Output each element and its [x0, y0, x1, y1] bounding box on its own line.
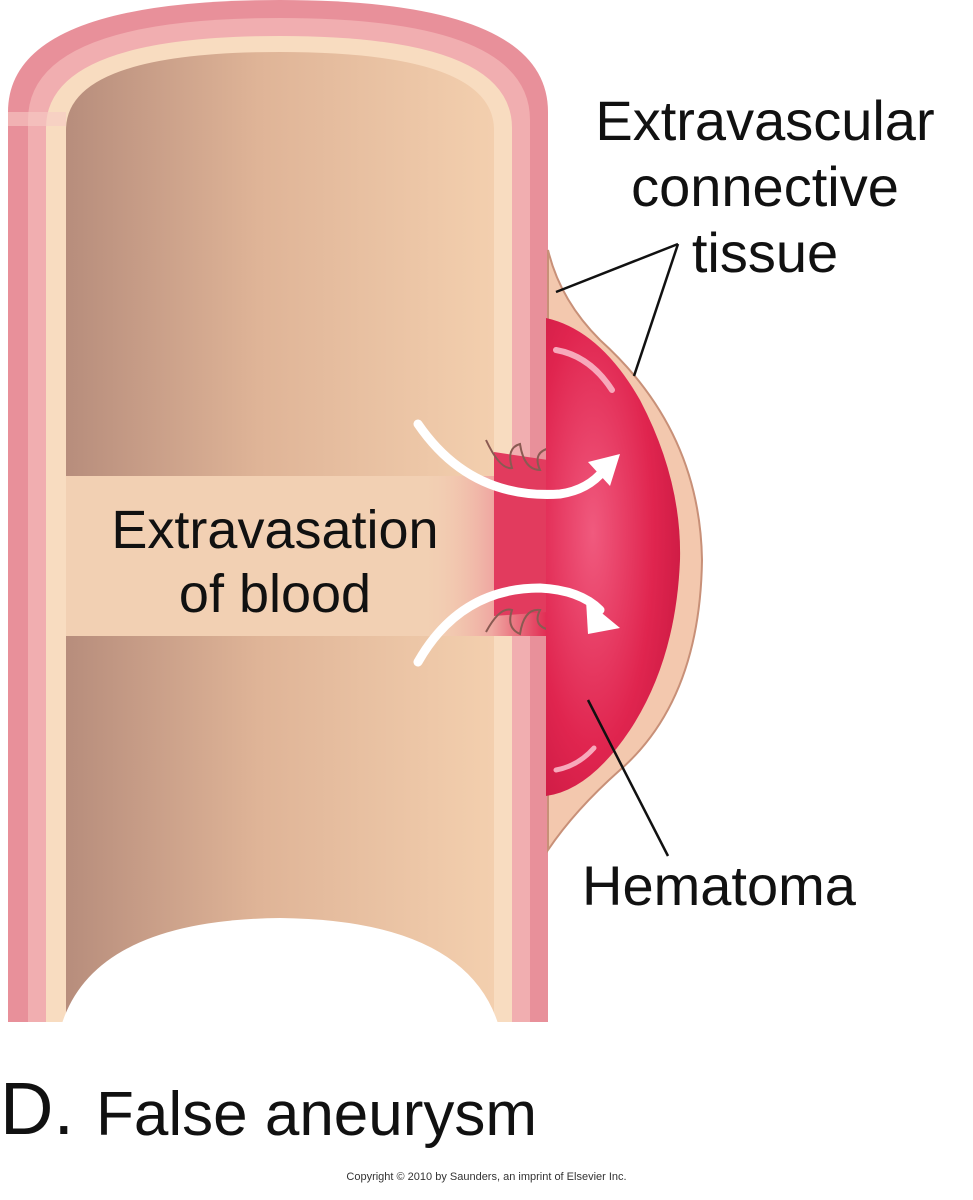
leader-line-hematoma [586, 699, 670, 857]
hematoma-highlight [553, 347, 615, 393]
extravasation-arrow-upper [413, 419, 609, 499]
figure-caption: False aneurysm [96, 1080, 538, 1149]
vessel-cut-edge-left [8, 112, 66, 126]
label-hematoma: Hematoma [582, 854, 856, 917]
label-line: of blood [178, 564, 372, 624]
vessel-bottom-opening [60, 918, 500, 1030]
leader-line-connective-1 [555, 242, 679, 294]
label-line: tissue [691, 221, 839, 284]
panel-letter: D. [0, 1067, 74, 1150]
label-extravasation-of-blood: Extravasation of blood [60, 498, 490, 626]
extravasation-arrow-upper-head [588, 454, 620, 486]
extravasation-arrow-lower-head [586, 600, 620, 634]
hematoma-highlight-lower [553, 745, 597, 773]
label-line: Extravascular [595, 89, 935, 152]
hematoma [546, 318, 681, 796]
torn-fibers-lower [485, 608, 551, 636]
torn-fibers-upper [485, 439, 551, 472]
extravasation-arrow-lower [413, 583, 605, 667]
label-extravascular-connective-tissue: Extravascular connective tissue [560, 88, 970, 286]
label-line: connective [631, 155, 899, 218]
copyright-notice: Copyright © 2010 by Saunders, an imprint… [346, 1171, 627, 1183]
label-line: Extravasation [111, 500, 439, 560]
leader-line-connective-2 [632, 243, 680, 377]
